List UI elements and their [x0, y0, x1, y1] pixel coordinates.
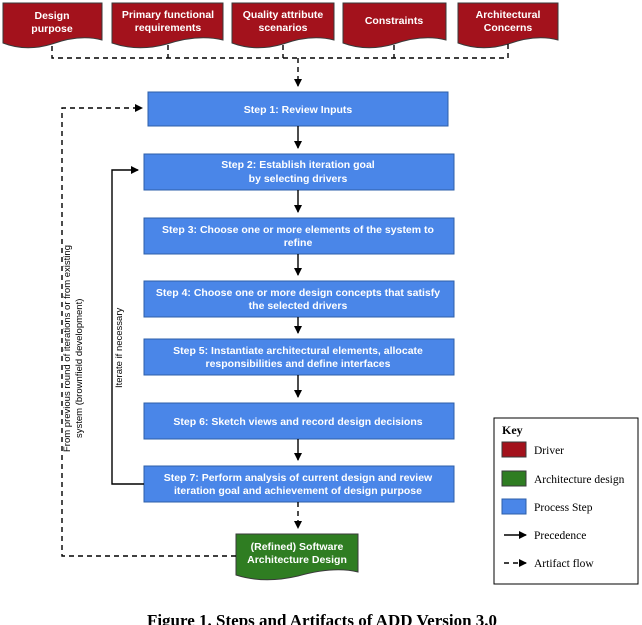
step-label-line1: Step 4: Choose one or more design concep… — [156, 287, 440, 299]
legend-process-step-label: Process Step — [534, 502, 593, 514]
step-label-line1: Step 7: Perform analysis of current desi… — [164, 472, 433, 484]
step-label-line2: by selecting drivers — [249, 173, 348, 185]
step-label-line1: Step 6: Sketch views and record design d… — [173, 416, 422, 428]
driver-label-line1: Primary functional — [122, 9, 214, 21]
architecture-design-artifact: (Refined) Software Architecture Design — [235, 533, 359, 581]
step-label-line1: Step 2: Establish iteration goal — [221, 159, 375, 171]
step-5-box: Step 5: Instantiate architectural elemen… — [143, 338, 455, 376]
driver-label-line2: scenarios — [258, 22, 307, 34]
legend-precedence-label: Precedence — [534, 530, 586, 542]
step-4-box: Step 4: Choose one or more design concep… — [143, 280, 455, 318]
step-7-box: Step 7: Perform analysis of current desi… — [143, 465, 455, 503]
step-3-box: Step 3: Choose one or more elements of t… — [143, 217, 455, 255]
previous-round-label-line2: system (brownfield development) — [74, 299, 85, 438]
step-6-box: Step 6: Sketch views and record design d… — [143, 402, 455, 440]
step-label-line2: iteration goal and achievement of design… — [174, 485, 422, 497]
legend-driver-swatch — [501, 441, 527, 458]
step-label-line1: Step 3: Choose one or more elements of t… — [162, 224, 434, 236]
driver-label-line1: Constraints — [365, 15, 424, 27]
legend-architecture-swatch — [501, 470, 527, 487]
legend-artifact-flow-label: Artifact flow — [534, 558, 594, 570]
legend-title: Key — [502, 423, 523, 437]
driver-architectural-concerns: Architectural Concerns — [457, 2, 559, 49]
driver-primary-functional-requirements: Primary functional requirements — [111, 2, 224, 49]
step-label-line2: responsibilities and define interfaces — [206, 358, 391, 370]
driver-quality-attribute-scenarios: Quality attribute scenarios — [231, 2, 335, 49]
previous-round-flow — [61, 104, 236, 557]
step-label-line2: refine — [284, 237, 313, 249]
figure-caption: Figure 1. Steps and Artifacts of ADD Ver… — [147, 611, 497, 625]
driver-artifact-flow — [51, 42, 509, 87]
legend-architecture-label: Architecture design — [534, 474, 625, 486]
driver-label-line2: Concerns — [484, 22, 533, 34]
step-1-box: Step 1: Review Inputs — [147, 91, 449, 127]
driver-constraints: Constraints — [342, 2, 447, 49]
iterate-label: Iterate if necessary — [114, 307, 125, 388]
step-2-box: Step 2: Establish iteration goal by sele… — [143, 153, 455, 191]
driver-label-line1: Architectural — [476, 9, 541, 21]
step-label-line1: Step 5: Instantiate architectural elemen… — [173, 345, 423, 357]
step-label-line2: the selected drivers — [249, 300, 348, 312]
driver-label-line2: requirements — [135, 22, 202, 34]
legend-process-step-swatch — [501, 498, 527, 515]
step-label-line1: Step 1: Review Inputs — [244, 104, 353, 116]
driver-design-purpose: Design purpose — [2, 2, 103, 49]
previous-round-label-line1: From previous round of iterations or fro… — [62, 245, 73, 452]
legend-driver-label: Driver — [534, 445, 564, 457]
driver-label-line2: purpose — [31, 23, 73, 35]
artifact-label-line1: (Refined) Software — [251, 541, 344, 553]
iterate-loop-arrow — [111, 166, 144, 485]
artifact-label-line2: Architecture Design — [247, 554, 347, 566]
driver-label-line1: Design — [34, 10, 69, 22]
legend: Key Driver Architecture design Process S… — [493, 417, 639, 585]
driver-label-line1: Quality attribute — [243, 9, 324, 21]
